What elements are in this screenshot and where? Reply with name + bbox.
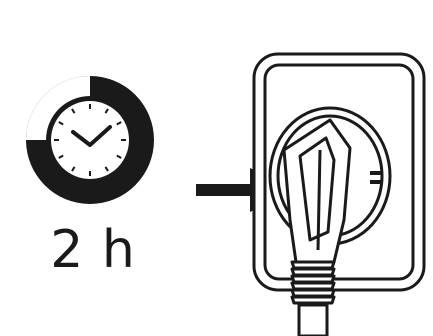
plug-grip-ring [292, 269, 334, 275]
timer-clock-icon [26, 76, 154, 204]
clock-face [51, 101, 129, 179]
plug-grip-ring [292, 262, 334, 268]
duration-label: 2 h [0, 220, 186, 280]
plug-grip-ring [292, 297, 334, 303]
plug-grip-rings [292, 262, 334, 303]
plug-grip-ring [292, 283, 334, 289]
plug-grip-ring [292, 290, 334, 296]
power-plug-icon [284, 120, 350, 336]
plug-grip-ring [292, 276, 334, 282]
